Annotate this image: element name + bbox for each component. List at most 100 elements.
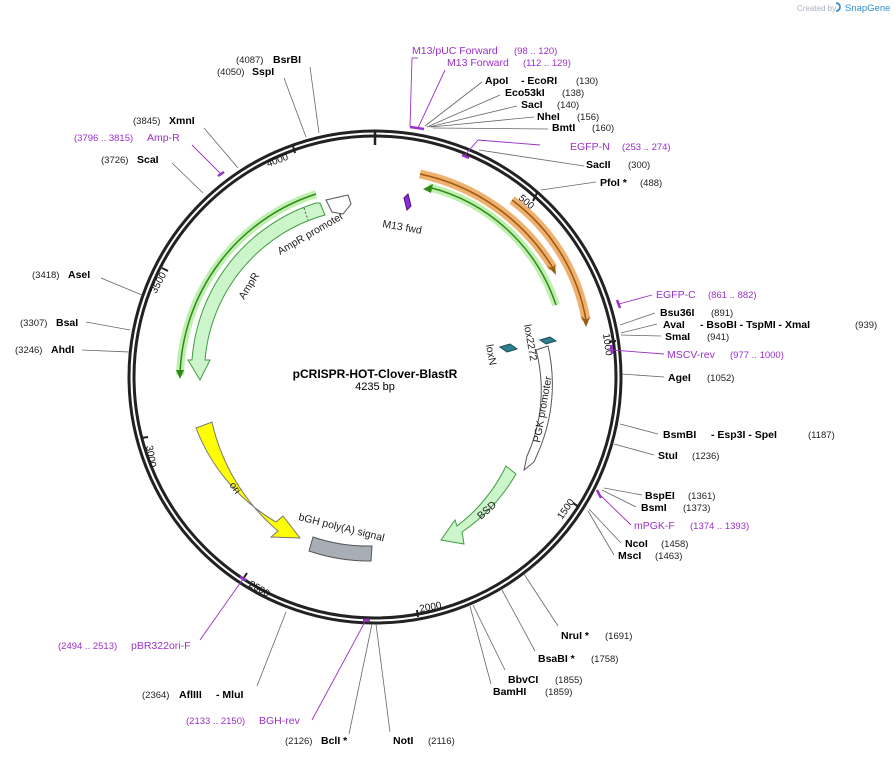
primer-pos-bgh-rev: (2133 .. 2150) [186,716,245,727]
tick-1000 [608,340,617,343]
site-bcli: BclI * [321,735,348,747]
leader-xmni [203,127,239,169]
leader-bmti [432,127,549,130]
leader-lines [81,66,665,735]
primer-pbr322ori-f: pBR322ori-F [131,640,191,652]
tick-3000 [140,436,149,439]
site-pos-afliii: (2364) [142,690,169,701]
primer-leader-lines [191,57,665,721]
site-bamhi: BamHI [493,686,526,698]
primer-mark-egfp-c [615,299,622,309]
site-pos-bsai: (3307) [20,318,47,329]
site-pos-msci: (1463) [655,551,682,562]
feature-clover-outer2-arrow [581,316,590,327]
leader-bgh-rev [311,619,367,721]
primer-pos-mpgk-f: (1374 .. 1393) [690,521,749,532]
feature-ori [195,421,302,539]
site-afliii: AflIII [179,689,202,701]
site-pos-bsrbi: (4087) [236,55,263,66]
site-pos-bsu36i: (891) [711,308,733,319]
site-bspei: BspEI [645,490,675,502]
site-sspi: SspI [252,66,274,78]
leader-apoi [424,81,483,127]
feature-ampr [187,202,326,382]
feature-lox2272 [538,336,558,345]
site-noti: NotI [393,735,413,747]
tick-label-2000: 2000 [419,600,443,615]
leader-agei [621,373,665,378]
site-ahdi: AhdI [51,344,74,356]
primer-amp-r: Amp-R [147,132,180,144]
primer-labels: M13/pUC Forward (98 .. 120) M13 Forward … [58,45,784,727]
leader-stui [613,443,655,456]
snapgene-brand-text: SnapGene [845,3,890,14]
primer-mscv-rev: MSCV-rev [667,349,716,361]
site-pos-avai: (939) [855,320,877,331]
primer-pos-egfp-c: (861 .. 882) [708,290,757,301]
feature-clover-inner-arrow [423,184,433,193]
site-bsai: BsaI [56,317,78,329]
site-saci: SacI [521,99,543,111]
site-asei: AseI [68,269,90,281]
site-pos-nhei: (156) [577,112,599,123]
primer-pos-amp-r: (3796 .. 3815) [74,133,133,144]
site-bsu36i: Bsu36I [660,307,695,319]
tick-marks: 500 1000 1500 2000 2500 3000 3500 4000 [140,145,617,618]
site-bsmbi: BsmBI [663,429,696,441]
primer-pos-egfp-n: (253 .. 274) [622,142,671,153]
feature-clover-outer2-line [511,199,587,321]
site-pos-apoi: (130) [576,76,598,87]
leader-scai [171,162,204,194]
leader-egfp-c [618,294,653,305]
primer-mark-pbr322ori [239,575,247,582]
leader-bbvci [472,604,506,671]
tick-500 [532,192,538,202]
site-pos-stui: (1236) [692,451,719,462]
primer-m13-forward: M13 Forward [447,57,509,69]
site-bmti: BmtI [552,122,575,134]
leader-bsabi [501,589,536,652]
leader-asei [100,277,143,296]
leader-nhei [430,116,535,128]
site-nhei: NheI [537,111,560,123]
leader-egfp-n [464,139,541,156]
site-ecori: - EcoRI [521,75,557,87]
leader-m13-forward [417,69,446,129]
site-stui: StuI [658,450,678,462]
tick-label-3000: 3000 [143,445,158,469]
site-pos-bsmbi: (1187) [808,430,835,441]
tick-4000 [292,145,296,154]
leader-amp-r [191,144,222,175]
leader-msci [587,510,615,556]
feature-loxn [498,343,519,353]
site-sacii: SacII [586,159,611,171]
feature-label-ampr: AmpR [236,270,262,301]
feature-ampr-promoter [325,194,352,215]
feature-label-bgh-polya: bGH poly(A) signal [297,511,385,544]
site-pos-xmni: (3845) [133,116,160,127]
snapgene-logo [835,2,841,12]
site-pos-eco53ki: (138) [562,88,584,99]
site-mlui: - MluI [216,689,243,701]
leader-noti [375,623,391,733]
site-avai: AvaI [663,319,685,331]
site-scai: ScaI [137,154,159,166]
site-ncoi: NcoI [625,538,648,550]
site-xmni: XmnI [169,115,195,127]
site-bbvci: BbvCI [508,674,538,686]
snapgene-logo-icon [835,2,841,12]
leader-avai [620,323,658,334]
site-labels: (4087) BsrBI (4050) SspI (3845) XmnI (37… [15,54,877,747]
leader-eco53ki [426,94,501,128]
leader-ahdi [81,349,130,353]
primer-pos-mscv-rev: (977 .. 1000) [730,350,784,361]
feature-label-m13-fwd: M13 fwd [381,218,422,237]
leader-ncoi [588,508,622,544]
site-pos-bmti: (160) [592,123,614,134]
site-pos-scai: (3726) [101,155,128,166]
site-bsabi: BsaBI * [538,653,576,665]
site-esp3i-spei: - Esp3I - SpeI [711,429,777,441]
leader-pbr322ori-f [199,578,244,641]
tick-label-1500: 1500 [555,497,577,522]
